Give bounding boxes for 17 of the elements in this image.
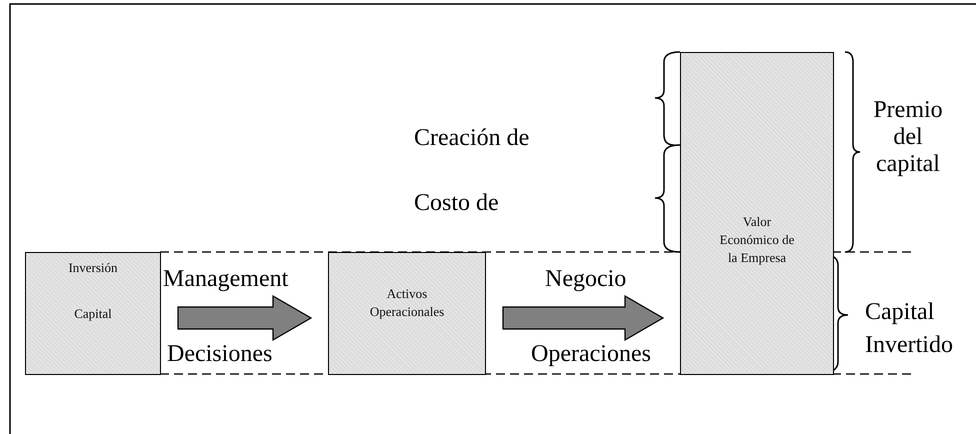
process-box: [680, 52, 834, 375]
process-box: [25, 252, 161, 375]
annotation-label: Creación de: [414, 126, 530, 150]
annotation-label: Capital Invertido: [865, 298, 954, 360]
box-text: Activos Operacionales: [368, 285, 446, 321]
annotation-label: Management: [163, 267, 288, 291]
box-text: Capital: [73, 305, 113, 323]
box-text: Inversión: [67, 259, 119, 277]
block-arrow: [177, 294, 312, 342]
annotation-label: Decisiones: [167, 342, 272, 366]
annotation-label: Premio del capital: [872, 97, 944, 178]
annotation-label: Negocio: [545, 267, 626, 291]
annotation-label: Costo de: [414, 191, 499, 215]
annotation-label: Operaciones: [531, 342, 651, 366]
process-box: [328, 252, 486, 375]
block-arrow: [502, 294, 664, 342]
box-text: Valor Económico de la Empresa: [718, 213, 796, 267]
